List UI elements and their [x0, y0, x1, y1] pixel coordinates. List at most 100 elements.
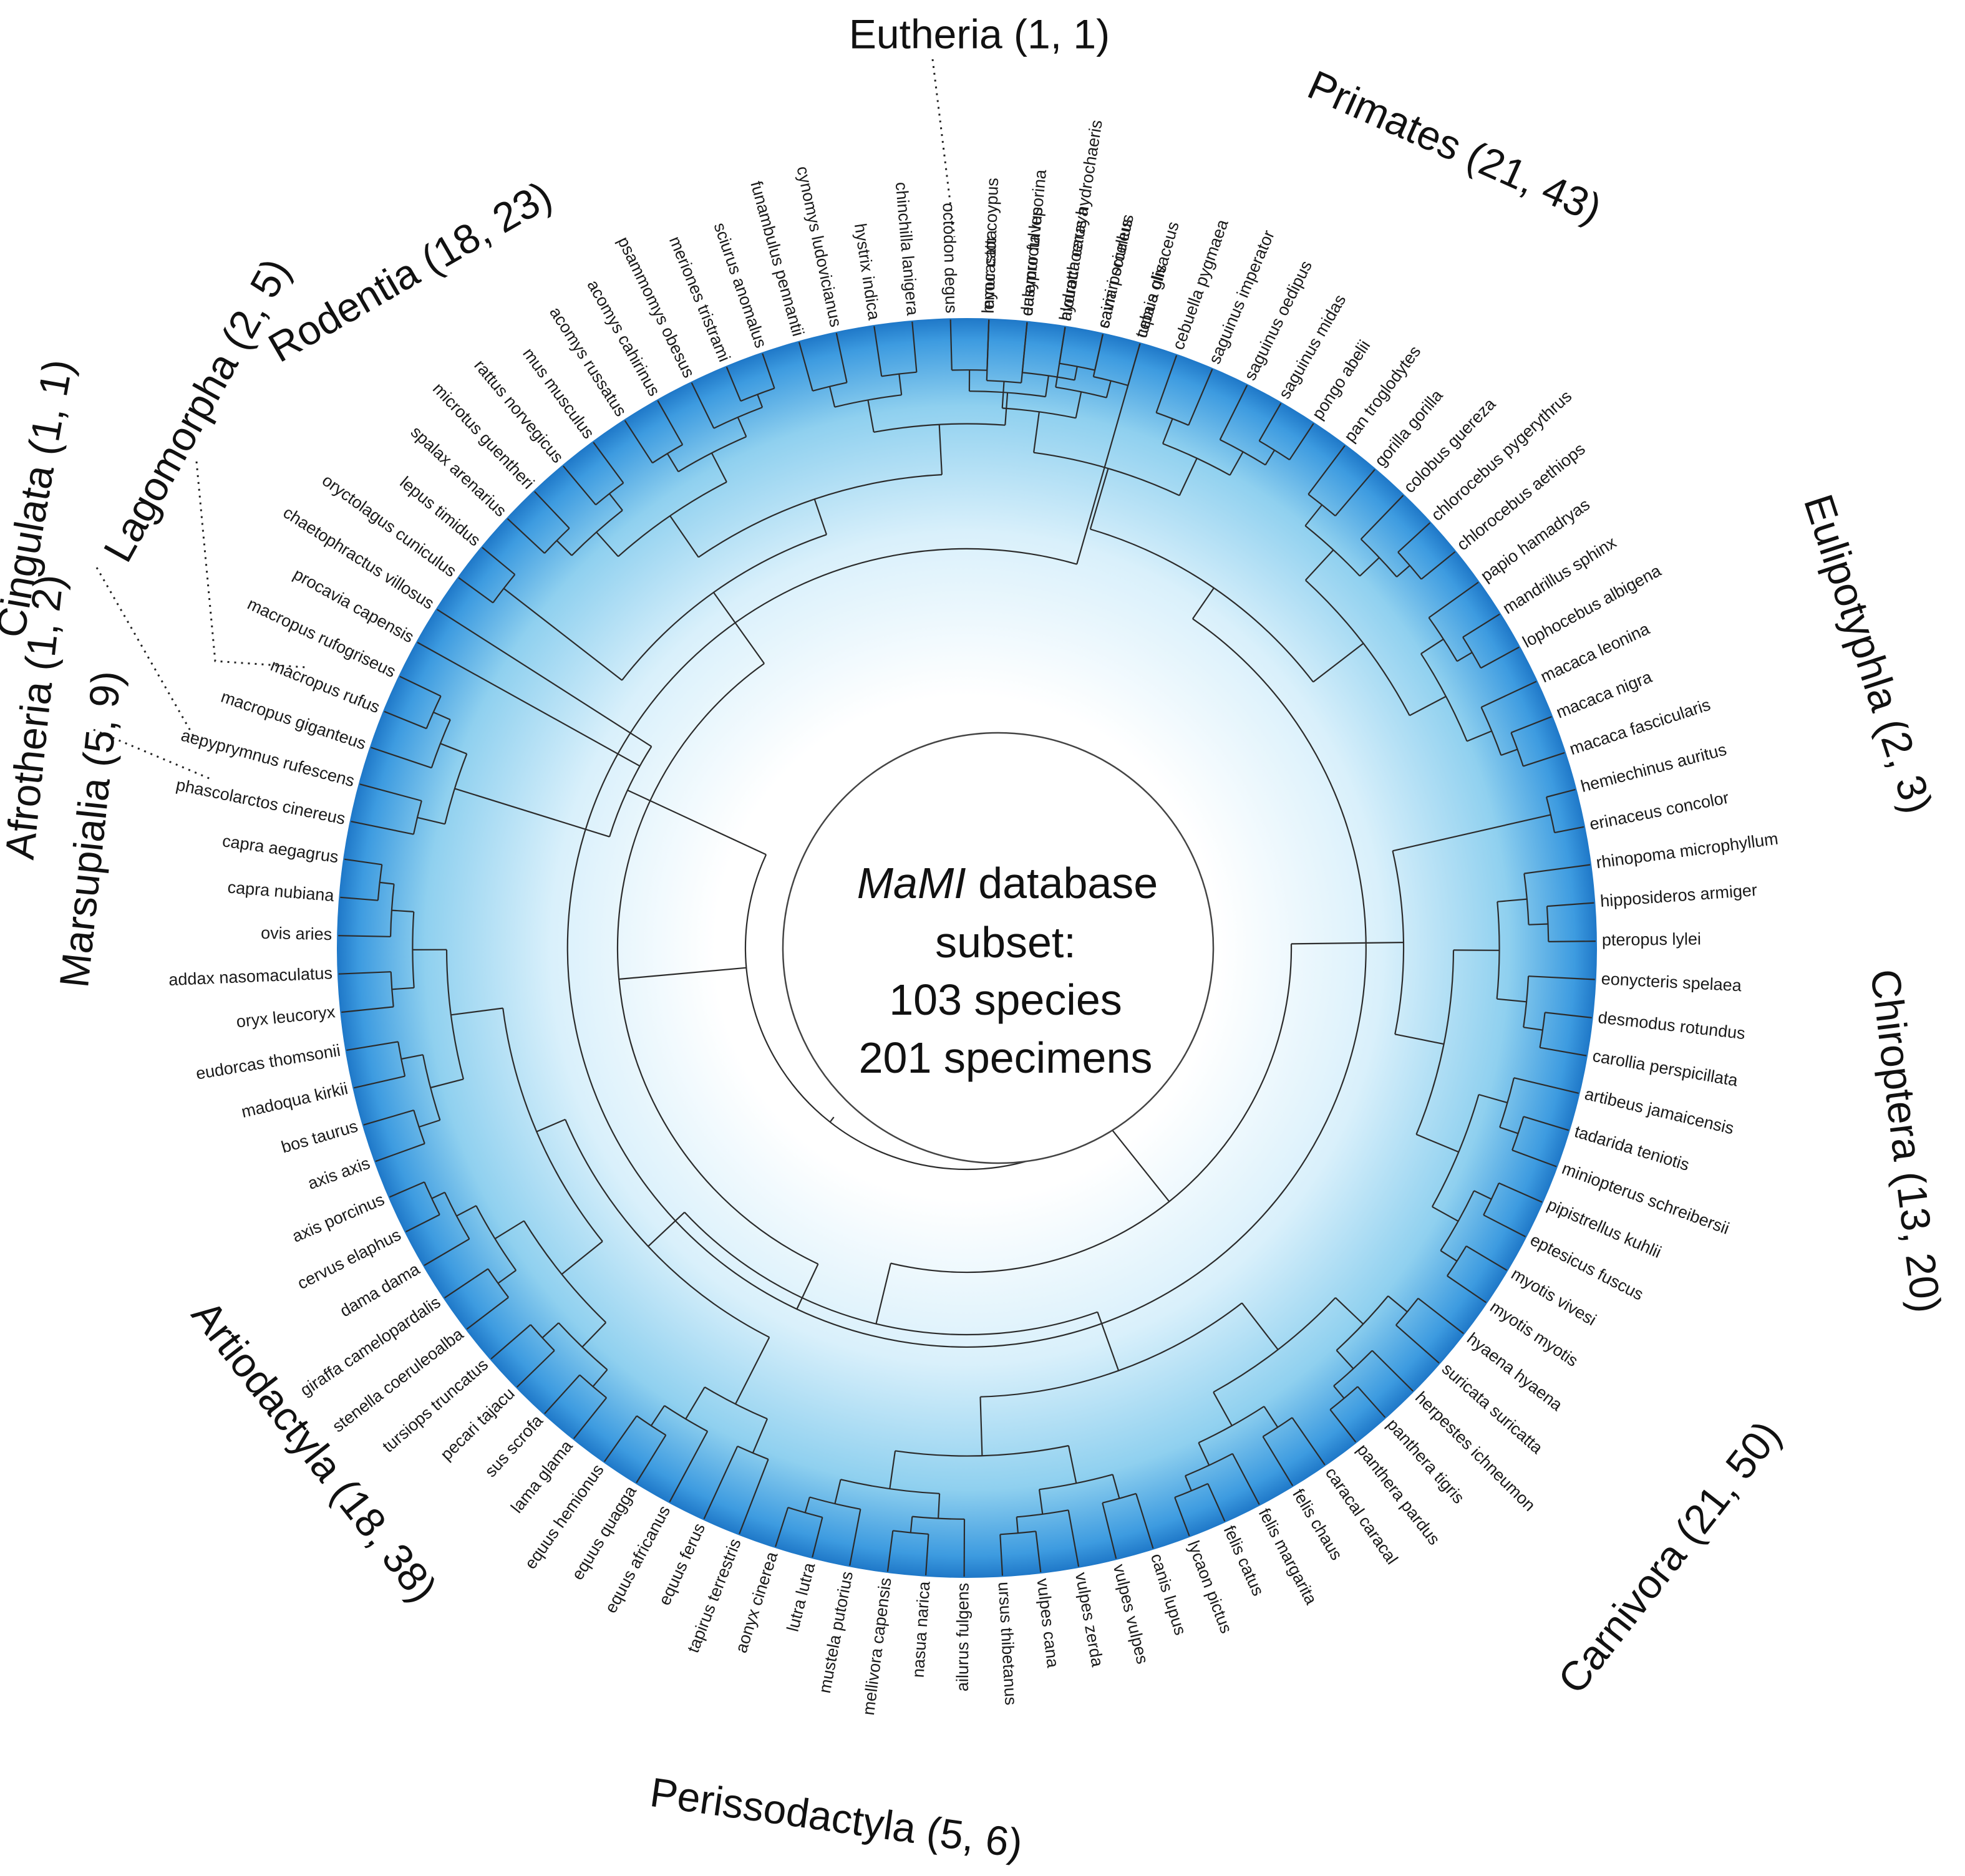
branch-radial-8: [1105, 380, 1112, 398]
branch-radial-157: [1447, 1275, 1487, 1303]
branch-radial-184: [1263, 1406, 1279, 1428]
branch-radial-228: [1097, 1312, 1120, 1371]
species-label-capra-nubiana: capra nubiana: [227, 878, 336, 905]
species-label-dasyprocta-leporina: dasyprocta leporina: [1017, 168, 1050, 317]
center-circle: [782, 732, 1215, 1164]
branch-radial-13: [1155, 355, 1178, 413]
branch-radial-116: [813, 498, 828, 535]
branch-radial-101: [986, 319, 990, 370]
clade-label-marsupialia: Marsupialia (5, 9): [51, 669, 130, 990]
species-label-desmodus-rotundus: desmodus rotundus: [1597, 1008, 1746, 1043]
branch-radial-31: [1304, 504, 1323, 526]
branch-radial-163: [1415, 1133, 1459, 1153]
branch-arc-96: [881, 371, 917, 377]
branch-radial-257: [405, 1214, 440, 1232]
species-label-mellivora-capensis: mellivora capensis: [859, 1577, 895, 1716]
species-label-nasua-narica: nasua narica: [909, 1580, 934, 1678]
branch-radial-187: [1174, 1497, 1190, 1537]
branch-radial-43: [1480, 646, 1520, 669]
branch-arc-150: [1499, 1077, 1515, 1128]
branch-radial-299: [1104, 1120, 1170, 1202]
branch-radial-129: [1524, 864, 1591, 874]
branch-radial-266: [561, 1240, 603, 1275]
branch-radial-155: [1473, 1190, 1492, 1200]
clade-label-carnivora: Carnivora (21, 50): [1549, 1412, 1790, 1702]
branch-radial-306: [399, 675, 442, 697]
branch-radial-136: [1528, 975, 1595, 980]
branch-radial-78: [666, 453, 679, 472]
species-label-ursus-thibetanus: ursus thibetanus: [994, 1581, 1020, 1706]
species-label-pteropus-lylei: pteropus lylei: [1602, 929, 1701, 949]
branch-radial-65: [507, 518, 545, 554]
branch-radial-168: [1417, 1297, 1464, 1335]
branch-radial-137: [1545, 1012, 1592, 1018]
branch-radial-262: [456, 1205, 477, 1217]
branch-radial-108: [1074, 366, 1078, 380]
branch-radial-122: [713, 592, 765, 664]
species-label-cynomys-ludovicianus: cynomys ludovicianus: [793, 165, 845, 329]
clade-label-lagomorpha: Lagomorpha (2, 5): [94, 251, 299, 569]
branch-arc-166: [1392, 851, 1405, 1035]
branch-radial-277: [341, 1006, 394, 1013]
branch-radial-80: [725, 367, 742, 402]
branch-arc-203: [1000, 1530, 1036, 1535]
branch-arc-254: [487, 1268, 509, 1298]
branch-radial-241: [735, 1337, 770, 1405]
species-label-hystrix-indica: hystrix indica: [851, 222, 884, 322]
branch-radial-242: [573, 1397, 608, 1439]
branch-radial-200: [1067, 1510, 1080, 1567]
branch-radial-74: [596, 531, 619, 558]
species-label-artibeus-jamaicensis: artibeus jamaicensis: [1583, 1085, 1735, 1138]
branch-arc-71: [595, 482, 624, 506]
branch-radial-232: [752, 1418, 769, 1454]
branch-radial-89: [669, 515, 699, 558]
species-label-vulpes-zerda: vulpes zerda: [1072, 1571, 1107, 1669]
branch-radial-72: [609, 493, 623, 511]
branch-arc-244: [579, 1374, 607, 1399]
branch-radial-105: [1059, 327, 1066, 364]
branch-radial-201: [1035, 1531, 1042, 1573]
branch-radial-303: [417, 816, 445, 825]
branch-radial-234: [636, 1434, 667, 1484]
branch-radial-56: [1409, 695, 1447, 717]
branch-radial-208: [1067, 1445, 1077, 1484]
branch-arc-20: [1259, 440, 1290, 461]
branch-radial-313: [417, 642, 641, 767]
species-label-eudorcas-thomsonii: eudorcas thomsonii: [195, 1041, 342, 1083]
branch-radial-40: [1304, 549, 1334, 581]
branch-radial-45: [1457, 652, 1473, 662]
branch-radial-161: [1432, 1206, 1459, 1222]
leader-eutheria: [931, 59, 956, 238]
branch-radial-318: [829, 1116, 835, 1123]
branch-radial-62: [1076, 390, 1128, 565]
species-label-chaetophractus-villosus: chaetophractus villosus: [280, 503, 438, 612]
species-label-microtus-guentheri: microtus guentheri: [429, 379, 538, 493]
branch-arc-259: [424, 1181, 440, 1216]
branch-radial-264: [494, 1220, 525, 1240]
species-label-aonyx-cinerea: aonyx cinerea: [732, 1549, 782, 1655]
species-label-hydrochoerus-hydrochaeris: hydrochoerus hydrochaeris: [1055, 118, 1106, 322]
branch-radial-297: [875, 1263, 891, 1324]
branch-arc-286: [390, 884, 395, 937]
species-label-canis-lupus: canis lupus: [1147, 1551, 1190, 1637]
branch-radial-68: [556, 539, 573, 556]
branch-radial-130: [1546, 902, 1594, 907]
clade-label-primates: Primates (21, 43): [1301, 61, 1609, 231]
branch-radial-251: [581, 1322, 607, 1348]
branch-radial-274: [400, 1054, 424, 1060]
branch-radial-151: [1478, 1093, 1508, 1104]
branch-radial-172: [1371, 1350, 1414, 1392]
branch-radial-276: [430, 1078, 464, 1089]
species-label-phascolarctos-cinereus: phascolarctos cinereus: [175, 775, 347, 828]
branch-arc-183: [1262, 1417, 1293, 1438]
species-label-ailurus-fulgens: ailurus fulgens: [953, 1583, 973, 1691]
branch-radial-34: [1420, 551, 1456, 580]
center-label: MaMI database subset: 103 species 201 sp…: [857, 859, 1158, 1082]
branch-arc-205: [1016, 1509, 1069, 1518]
branch-radial-210: [925, 1534, 929, 1575]
branch-radial-159: [1440, 1250, 1458, 1262]
branch-radial-185: [1231, 1453, 1260, 1505]
branch-radial-220: [804, 1497, 810, 1513]
branch-radial-189: [1184, 1475, 1192, 1491]
center-line-4: 201 specimens: [859, 1033, 1153, 1082]
